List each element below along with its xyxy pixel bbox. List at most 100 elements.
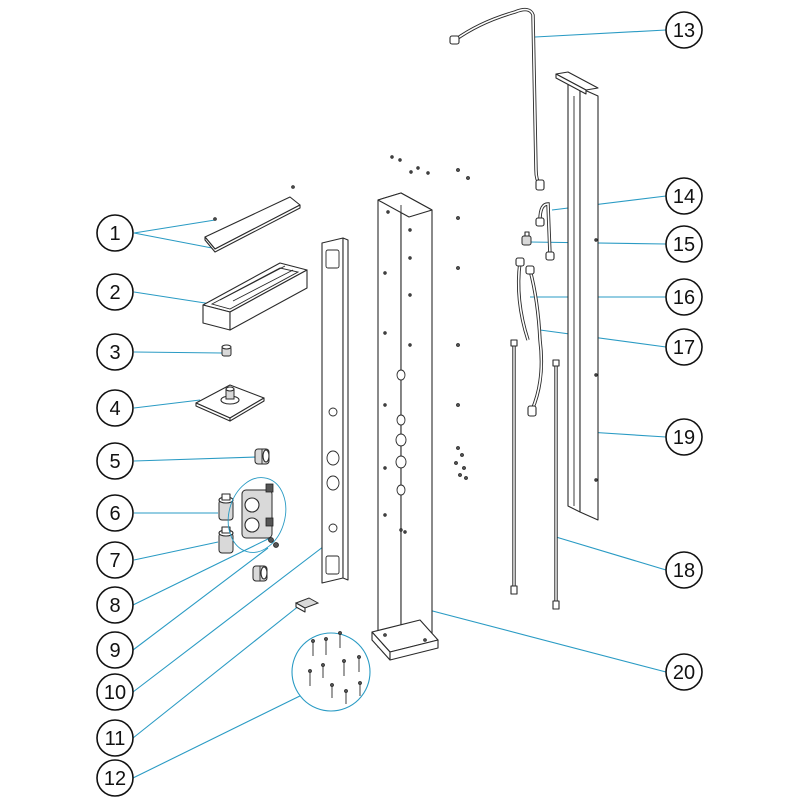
callout-circle	[665, 225, 703, 263]
callout-number: 9	[109, 640, 120, 662]
leader-20	[397, 601, 667, 673]
part-13-shower-arm	[449, 7, 545, 191]
callout-number: 7	[109, 550, 120, 572]
callout-circle	[96, 673, 134, 711]
callout-3: 3	[96, 333, 134, 371]
callout-circle	[96, 541, 134, 579]
part-8-9-valve-assembly	[227, 477, 287, 553]
callout-number: 17	[673, 337, 695, 359]
callout-circle	[96, 719, 134, 757]
callout-circle	[96, 333, 134, 371]
callout-circle	[665, 177, 703, 215]
callout-10: 10	[96, 673, 134, 711]
leader-4	[133, 399, 201, 409]
part-7-cartridge	[218, 526, 234, 554]
callout-15: 15	[665, 225, 703, 263]
leader-10	[132, 539, 333, 693]
part-2-head-housing	[202, 262, 308, 331]
leader-11	[132, 604, 301, 739]
part-11-small-plate	[294, 597, 320, 613]
callout-circle	[96, 586, 134, 624]
callout-6: 6	[96, 494, 134, 532]
callout-20: 20	[665, 653, 703, 691]
part-19-back-channel	[555, 71, 599, 521]
callout-circle	[665, 551, 703, 589]
callout-circle	[96, 494, 134, 532]
callout-circle	[96, 759, 134, 797]
part-18-rods	[510, 339, 560, 610]
callout-18: 18	[665, 551, 703, 589]
leader-17	[539, 329, 667, 348]
part-17-hose	[525, 265, 544, 417]
leader-lines	[132, 29, 667, 779]
callout-circle	[96, 442, 134, 480]
part-5-knob	[254, 448, 270, 465]
callout-11: 11	[96, 719, 134, 757]
callout-circle	[665, 11, 703, 49]
callout-number: 2	[109, 282, 120, 304]
part-4-shower-head	[195, 384, 265, 422]
callout-number: 5	[109, 451, 120, 473]
leader-7	[133, 541, 219, 561]
leader-3	[133, 351, 223, 354]
callout-number: 3	[109, 342, 120, 364]
part-3-nozzle	[221, 344, 232, 357]
callout-14: 14	[665, 177, 703, 215]
callout-number: 19	[673, 427, 695, 449]
callout-number: 10	[104, 682, 126, 704]
part-16-hose	[515, 257, 530, 341]
callout-circle	[665, 653, 703, 691]
callout-number: 12	[104, 768, 126, 790]
leader-8	[132, 537, 271, 606]
leader-19	[587, 431, 667, 438]
callout-number: 15	[673, 234, 695, 256]
callout-circle	[96, 273, 134, 311]
callout-number: 20	[673, 662, 695, 684]
callout-number: 14	[673, 186, 695, 208]
callout-2: 2	[96, 273, 134, 311]
callout-1: 1	[96, 214, 134, 252]
callout-7: 7	[96, 541, 134, 579]
callout-17: 17	[665, 328, 703, 366]
callout-number: 18	[673, 560, 695, 582]
callout-8: 8	[96, 586, 134, 624]
callout-number: 8	[109, 595, 120, 617]
part-12-screw-kit	[291, 631, 371, 712]
callout-number: 6	[109, 503, 120, 525]
callout-4: 4	[96, 389, 134, 427]
part-nuts-column	[454, 168, 470, 480]
part-10-front-panel	[321, 237, 349, 584]
callout-number: 4	[109, 398, 120, 420]
callout-number: 16	[673, 287, 695, 309]
callout-circle	[665, 418, 703, 456]
callout-13: 13	[665, 11, 703, 49]
part-1-cover-plate	[204, 185, 301, 253]
callout-5: 5	[96, 442, 134, 480]
callout-number: 11	[105, 728, 126, 750]
callout-circle	[96, 389, 134, 427]
callout-circle	[96, 214, 134, 252]
leader-1a	[133, 219, 216, 234]
leader-5	[133, 456, 257, 462]
part-20-main-column	[371, 155, 439, 661]
leader-1b	[133, 232, 213, 249]
callout-19: 19	[665, 418, 703, 456]
callout-9: 9	[96, 631, 134, 669]
leader-18	[555, 536, 667, 571]
leader-9	[132, 547, 269, 651]
leader-13	[534, 29, 667, 38]
callout-16: 16	[665, 278, 703, 316]
part-15-fitting	[521, 231, 532, 246]
part-14-bent-pipe	[535, 202, 555, 261]
leader-12	[132, 691, 309, 779]
callout-circle	[665, 278, 703, 316]
part-knob-lower	[252, 565, 268, 582]
callout-12: 12	[96, 759, 134, 797]
callout-circle	[96, 631, 134, 669]
callout-number: 13	[673, 20, 695, 42]
callout-number: 1	[109, 223, 120, 245]
callout-circle	[665, 328, 703, 366]
